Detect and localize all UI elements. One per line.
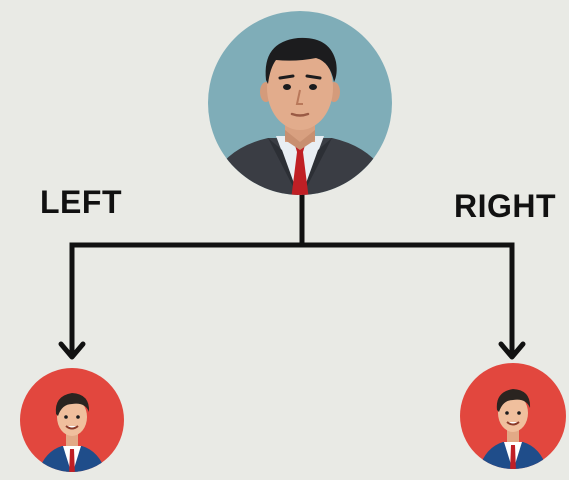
left-branch-label: LEFT [40,184,122,220]
right-arrowhead-icon [498,341,526,360]
root-node [208,11,392,195]
right-branch-label: RIGHT [454,188,557,224]
arrowheads [58,341,526,360]
left-child-node [20,368,124,472]
left-arrowhead-icon [58,341,86,360]
right-child-node [460,363,566,469]
connector-lines [69,192,515,355]
